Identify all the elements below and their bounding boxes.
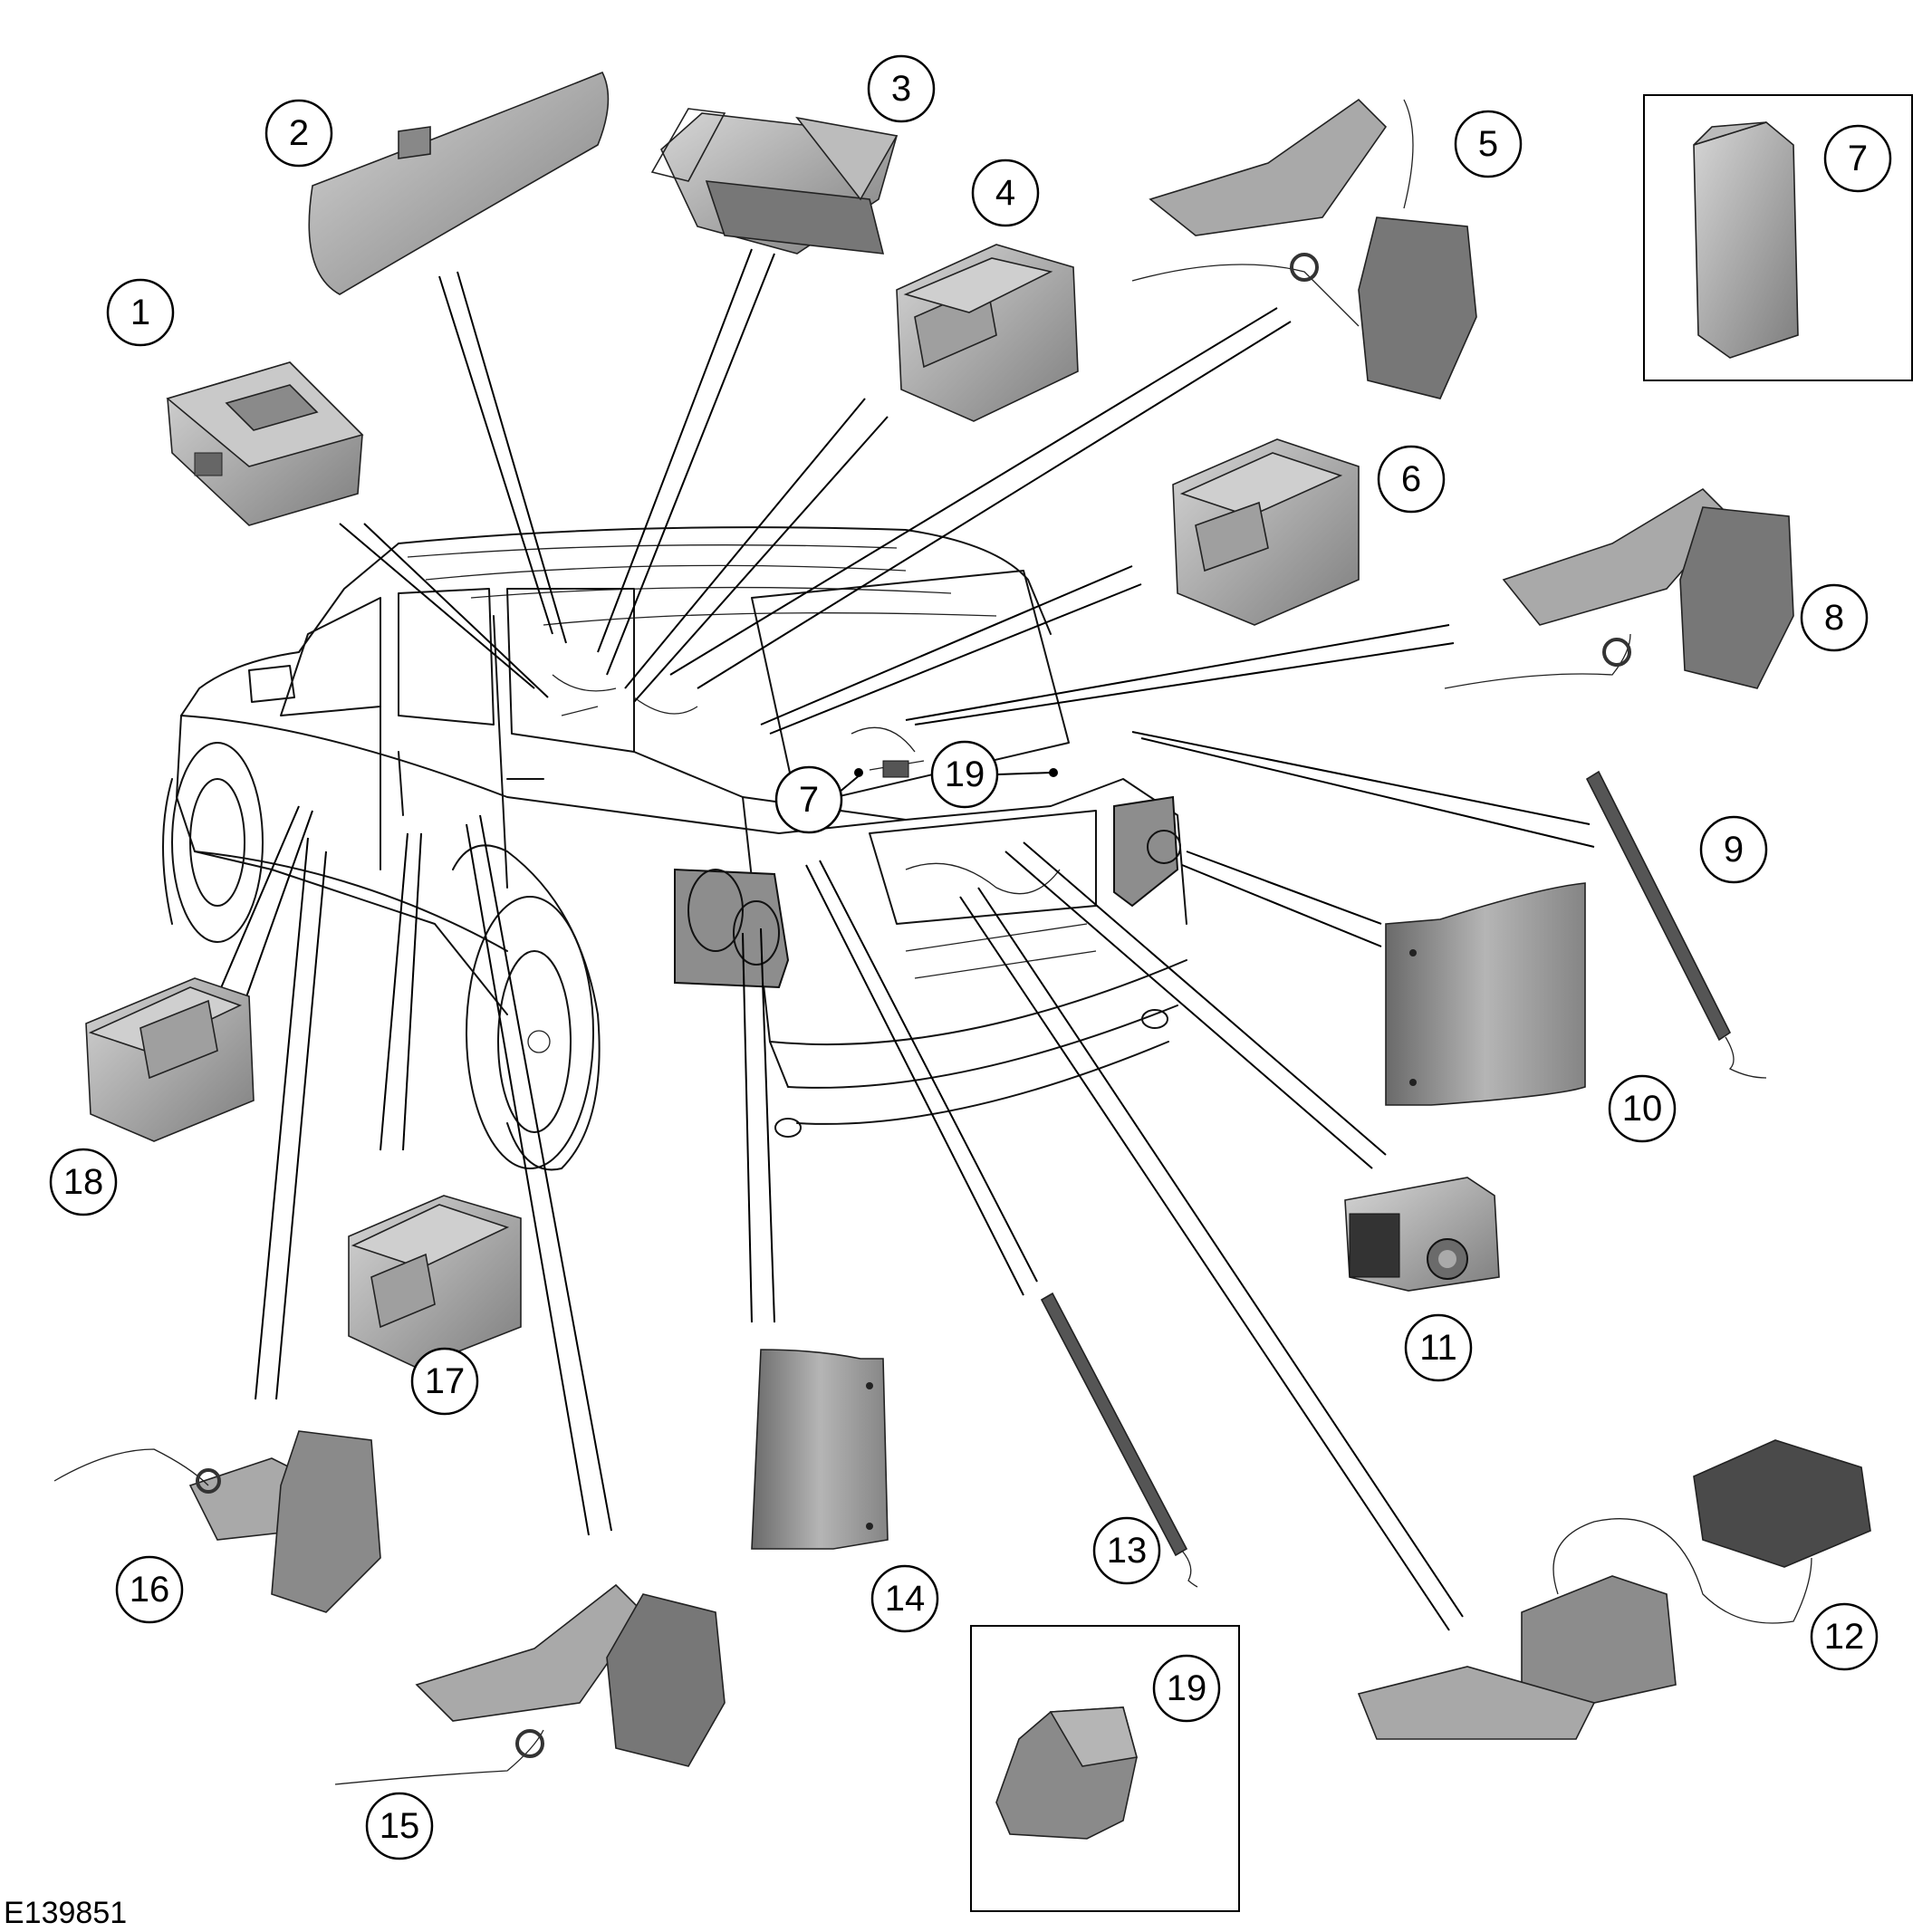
part-6-module xyxy=(1172,438,1360,626)
svg-text:19: 19 xyxy=(945,755,985,794)
callout-2: 2 xyxy=(264,99,333,168)
callout-16: 16 xyxy=(115,1555,184,1624)
part-15-latch xyxy=(334,1583,726,1785)
callout-19-box: 19 xyxy=(1152,1654,1221,1723)
svg-text:2: 2 xyxy=(289,113,309,153)
part-3-housing xyxy=(650,108,899,255)
callout-5: 5 xyxy=(1454,110,1523,178)
part-4-module xyxy=(896,244,1079,422)
part-11-camera xyxy=(1344,1177,1500,1292)
part-1-module xyxy=(166,361,364,526)
svg-text:17: 17 xyxy=(425,1361,466,1401)
callout-14: 14 xyxy=(870,1564,939,1633)
svg-text:9: 9 xyxy=(1724,830,1744,870)
svg-text:18: 18 xyxy=(63,1162,104,1202)
svg-text:14: 14 xyxy=(885,1579,926,1619)
callout-7-box: 7 xyxy=(1823,124,1892,193)
part-18-module xyxy=(85,977,255,1142)
part-12-latch xyxy=(1357,1439,1871,1740)
svg-text:5: 5 xyxy=(1478,124,1498,164)
callout-13: 13 xyxy=(1092,1516,1161,1585)
svg-text:7: 7 xyxy=(799,780,819,820)
svg-text:7: 7 xyxy=(1848,139,1868,178)
part-9-strut xyxy=(1585,770,1767,1079)
callout-8: 8 xyxy=(1800,583,1869,652)
callout-1: 1 xyxy=(106,278,175,347)
callout-7-vehicle: 7 xyxy=(774,765,843,834)
part-10-trim-panel xyxy=(1385,882,1586,1106)
callout-4: 4 xyxy=(971,159,1040,227)
callout-11: 11 xyxy=(1404,1313,1473,1382)
leader-lines xyxy=(203,248,1595,1631)
callout-15: 15 xyxy=(365,1792,434,1860)
svg-text:19: 19 xyxy=(1167,1668,1207,1708)
part-7-module xyxy=(1643,94,1913,381)
svg-text:13: 13 xyxy=(1107,1531,1148,1571)
svg-text:10: 10 xyxy=(1622,1089,1663,1129)
callout-9: 9 xyxy=(1699,815,1768,884)
part-14-trim-panel xyxy=(751,1349,889,1550)
svg-text:12: 12 xyxy=(1824,1617,1865,1657)
svg-text:11: 11 xyxy=(1419,1328,1457,1368)
part-19-latch xyxy=(970,1625,1240,1912)
callout-10: 10 xyxy=(1608,1074,1677,1143)
svg-text:6: 6 xyxy=(1401,459,1421,499)
part-16-latch xyxy=(53,1430,381,1613)
part-5-latch xyxy=(1131,98,1477,399)
vehicle-outline xyxy=(162,526,1187,1171)
svg-text:16: 16 xyxy=(130,1570,170,1610)
part-8-latch xyxy=(1444,487,1794,689)
part-13-strut xyxy=(1040,1292,1198,1588)
svg-text:15: 15 xyxy=(380,1806,420,1846)
callout-18: 18 xyxy=(49,1148,118,1216)
svg-text:3: 3 xyxy=(891,69,911,109)
callout-3: 3 xyxy=(867,54,936,123)
callout-17: 17 xyxy=(410,1347,479,1416)
callout-12: 12 xyxy=(1810,1602,1879,1671)
callout-6: 6 xyxy=(1377,445,1446,514)
part-2-mirror xyxy=(308,71,610,295)
part-17-module xyxy=(348,1195,522,1369)
svg-text:1: 1 xyxy=(130,293,150,332)
reference-code: E139851 xyxy=(4,1896,128,1930)
svg-text:4: 4 xyxy=(995,173,1015,213)
callout-19-vehicle: 19 xyxy=(930,740,999,809)
svg-text:8: 8 xyxy=(1824,598,1844,638)
